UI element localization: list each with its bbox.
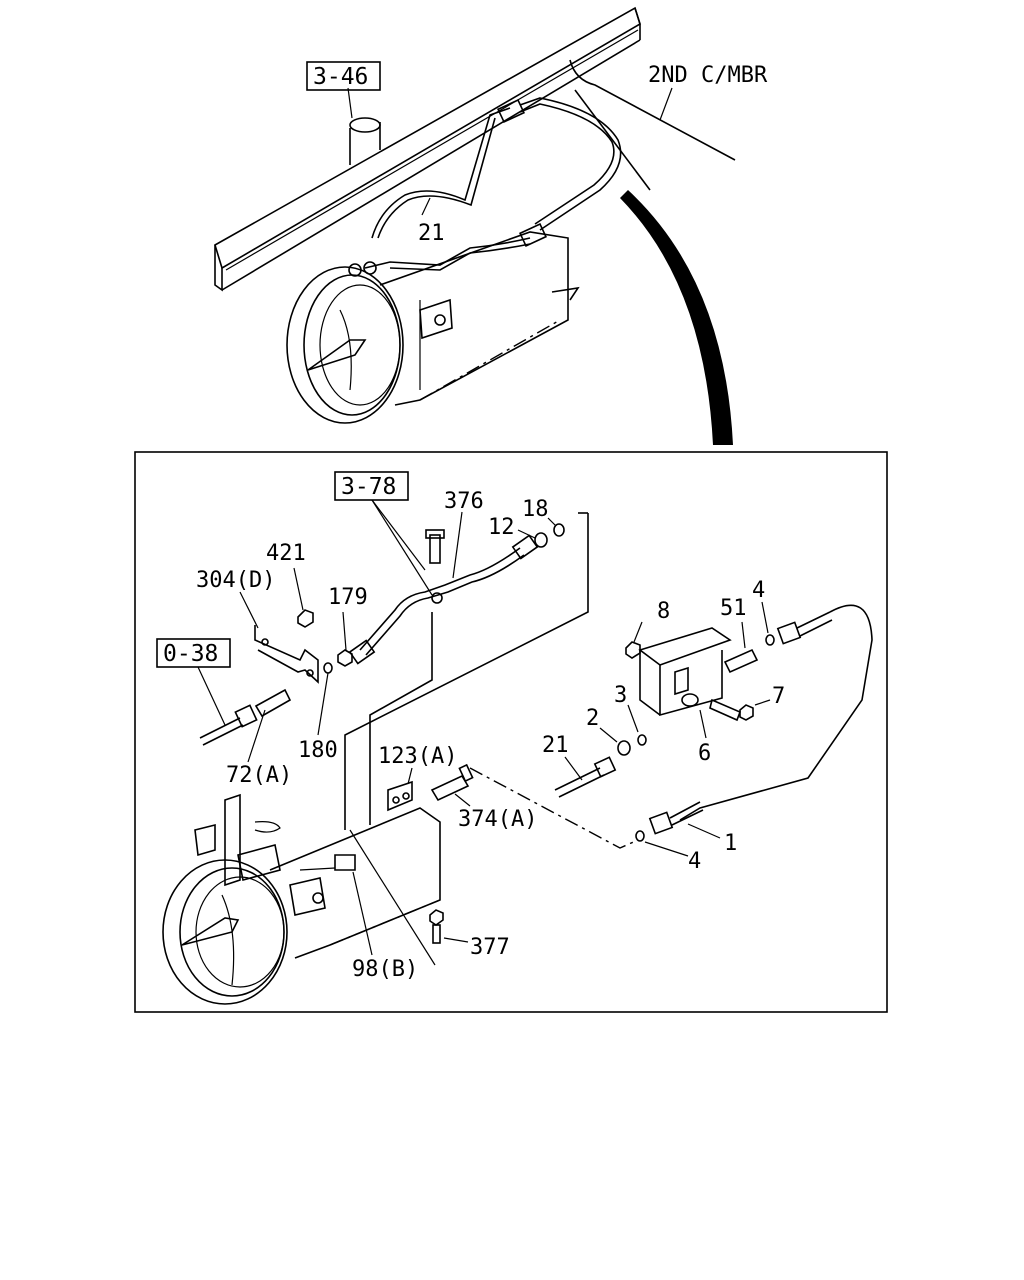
- part-label-377: 377: [470, 935, 510, 960]
- detail-view: 3-78 0-38: [156, 471, 873, 1005]
- frame-post: [347, 87, 381, 165]
- bracket-123: [387, 767, 413, 812]
- part-label-8: 8: [657, 599, 670, 624]
- ref-label-3-46: 3-46: [313, 64, 368, 90]
- ref-label-0-38: 0-38: [163, 641, 218, 667]
- part-label-376: 376: [444, 489, 484, 514]
- part-label-21: 21: [542, 733, 569, 758]
- part-label-1: 1: [724, 831, 737, 856]
- part-label-4a: 4: [752, 578, 765, 603]
- part-labels: 376 18 12 421 304(D) 179 72(A) 180 123(A…: [196, 489, 785, 982]
- part-label-7: 7: [772, 684, 785, 709]
- part-label-179: 179: [328, 585, 368, 610]
- ref-label-3-78: 3-78: [341, 474, 396, 500]
- part-label-123: 123(A): [378, 744, 457, 769]
- bracket-98: [334, 829, 436, 966]
- bolt-7: [709, 698, 771, 722]
- part-label-4b: 4: [688, 849, 701, 874]
- fitting-374: [430, 763, 639, 849]
- pipe-assembly-top: [364, 97, 622, 271]
- member-label: 2ND C/MBR: [648, 63, 768, 88]
- transmission-detail: [162, 793, 441, 1005]
- bracket-6: [625, 621, 732, 739]
- part-label-98: 98(B): [352, 957, 418, 982]
- part-label-12: 12: [488, 515, 515, 540]
- pipe-376: [348, 511, 539, 665]
- callout-arrow: [620, 190, 733, 445]
- detail-frame: [134, 451, 888, 1013]
- part-label-3: 3: [614, 683, 627, 708]
- part-label-304: 304(D): [196, 568, 275, 593]
- part-label-2: 2: [586, 706, 599, 731]
- ref-box-3-46[interactable]: 3-46: [306, 61, 381, 91]
- part-label-72: 72(A): [226, 763, 292, 788]
- part-label-21-top: 21: [418, 221, 445, 246]
- pipe-run-detail: [344, 512, 589, 830]
- part-label-374: 374(A): [458, 807, 537, 832]
- bolt-51: [723, 601, 775, 674]
- bracket-304: [239, 567, 353, 736]
- pipe-1: [635, 604, 873, 857]
- transmission-top: [286, 231, 580, 424]
- part-label-6: 6: [698, 741, 711, 766]
- bolt-377: [429, 909, 469, 944]
- connector-72: [199, 688, 292, 763]
- top-view: 3-46 2ND C/MBR 21: [214, 6, 768, 424]
- part-label-18: 18: [522, 497, 549, 522]
- frame-rail: [214, 6, 641, 292]
- part-label-421: 421: [266, 541, 306, 566]
- part-label-180: 180: [298, 738, 338, 763]
- nut-washer-12-18: [517, 517, 565, 548]
- ref-box-0-38[interactable]: 0-38: [156, 638, 231, 726]
- ref-box-3-78[interactable]: 3-78: [334, 471, 433, 596]
- cross-member: [569, 59, 736, 191]
- rod-21: [554, 756, 617, 798]
- part-label-51: 51: [720, 596, 747, 621]
- washer-2-3: [599, 704, 647, 756]
